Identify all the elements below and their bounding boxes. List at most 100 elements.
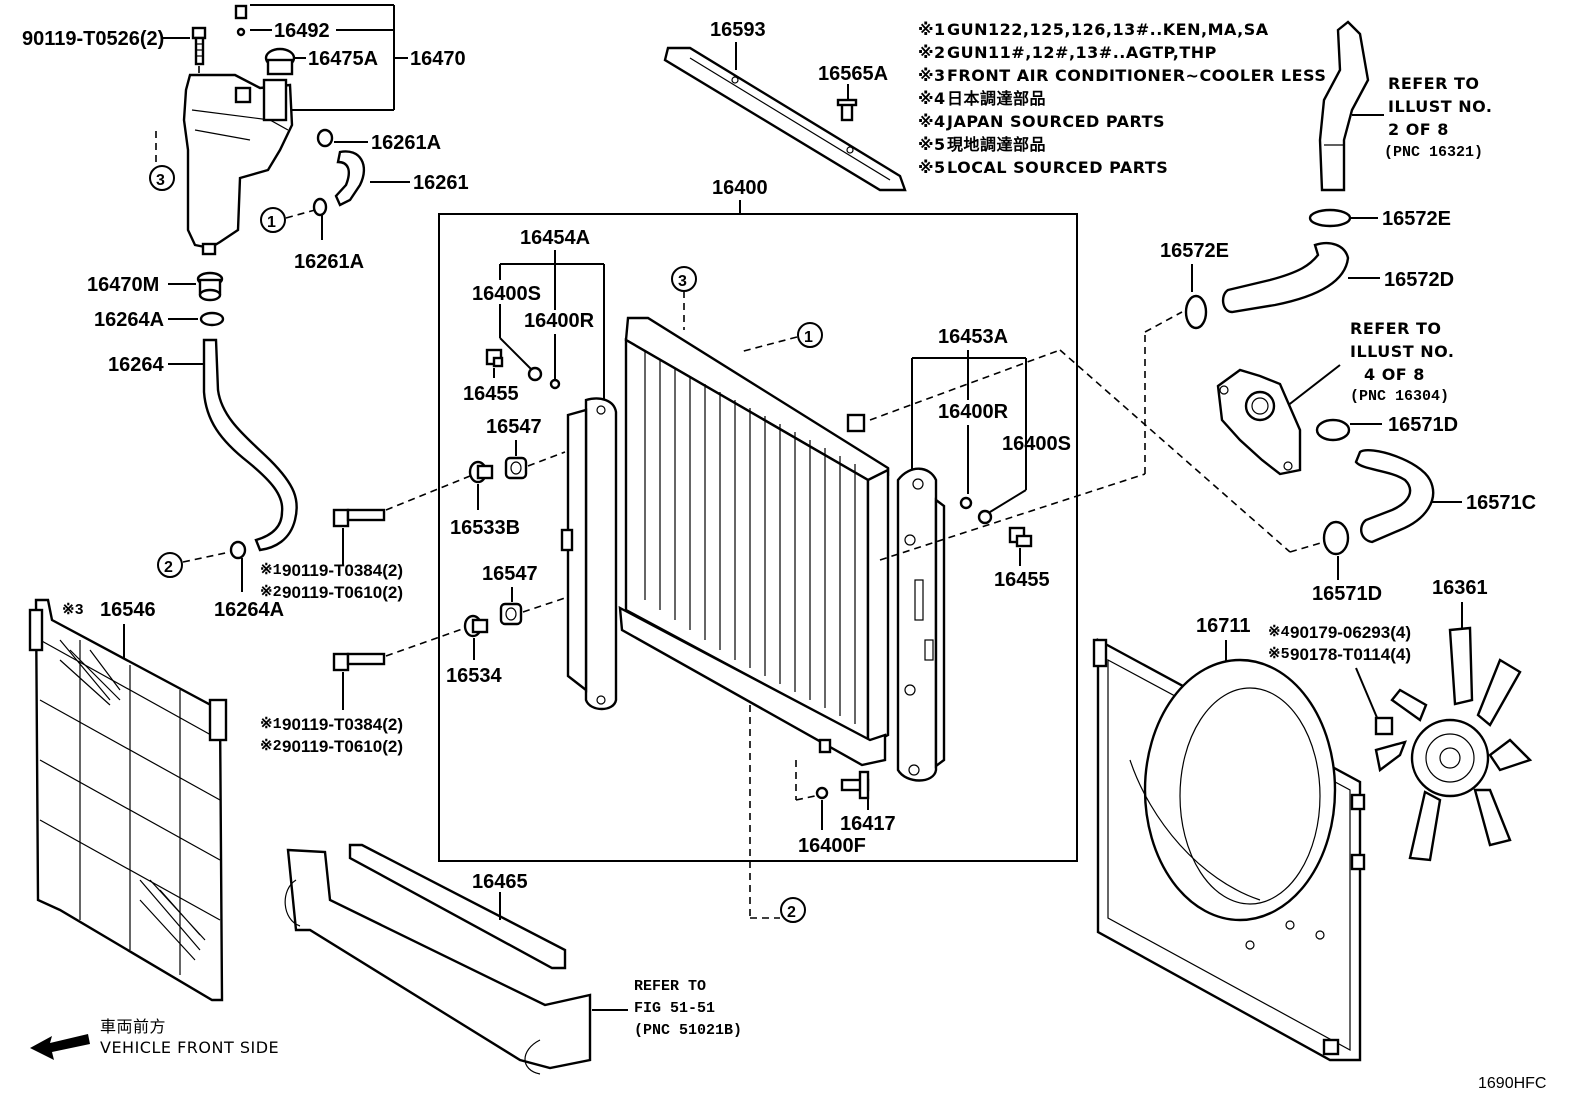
note-4-mark-jp: ※4 <box>918 89 946 108</box>
note-4-mark: ※4 <box>918 112 946 131</box>
mark-note-4: ※4 <box>1268 624 1290 641</box>
clamp-icon <box>199 311 225 327</box>
part-16264A-lower: 16264A <box>214 599 284 621</box>
note-5-mark-jp: ※5 <box>918 135 946 154</box>
fan-shroud-group: 16711 <box>1092 615 1366 1062</box>
note-1-text: GUN122,125,126,13#..KEN,MA,SA <box>947 20 1269 39</box>
ref-2of8-line1: REFER TO <box>1388 74 1480 93</box>
bushing-icon <box>468 460 494 484</box>
radiator-grille-group: ※3 16546 <box>28 598 228 1002</box>
part-16400R-right: 16400R <box>938 401 1009 423</box>
fan-shroud-icon <box>1092 637 1366 1062</box>
seal-strip-icon <box>348 843 567 970</box>
part-16572E-left: 16572E <box>1160 240 1229 262</box>
right-side-support-icon <box>896 467 946 782</box>
note-3-mark: ※3 <box>918 66 946 85</box>
part-90119-T0526: 90119-T0526(2) <box>22 28 164 50</box>
hose-icon <box>1221 241 1350 314</box>
note-3-text: FRONT AIR CONDITIONER~COOLER LESS <box>947 66 1326 85</box>
vehicle-front-indicator: 車両前方 VEHICLE FRONT SIDE <box>30 1017 279 1060</box>
note-2-text: GUN11#,12#,13#..AGTP,THP <box>947 43 1217 62</box>
ref-4of8-line1: REFER TO <box>1350 319 1442 338</box>
circled-marker-2-label: 2 <box>164 559 173 576</box>
arrow-left-icon <box>30 1034 90 1060</box>
part-16571C: 16571C <box>1466 492 1536 514</box>
fan-icon <box>1374 626 1533 862</box>
mark-note-2: ※2 <box>260 584 282 601</box>
drain-cock-icon <box>840 770 870 800</box>
part-16571D-upper: 16571D <box>1388 414 1458 436</box>
mark-note-1: ※1 <box>260 562 282 579</box>
clamp-icon <box>1322 520 1350 556</box>
grille-icon <box>28 598 228 1002</box>
mounting-bolts-group: ※1 90119-T0384(2) ※2 90119-T0610(2) ※1 9… <box>260 508 403 756</box>
part-16593: 16593 <box>710 19 766 41</box>
mark-note-3: ※3 <box>62 602 84 619</box>
circled-marker-1 <box>797 322 823 348</box>
part-16261A-upper: 16261A <box>371 132 441 154</box>
ref-fig-line3: (PNC 51021B) <box>634 1022 742 1039</box>
radiator-assembly-frame <box>438 213 1078 862</box>
circled-marker-1-label: 1 <box>267 214 276 231</box>
note-5-text: LOCAL SOURCED PARTS <box>947 158 1168 177</box>
water-outlet-group: REFER TO ILLUST NO. 2 OF 8 (PNC 16321) 1… <box>1059 20 1536 605</box>
ref-2of8-line4: (PNC 16321) <box>1384 144 1483 161</box>
ref-fig-line1: REFER TO <box>634 978 706 995</box>
circled-marker-2-label: 2 <box>787 904 796 921</box>
part-16547-upper: 16547 <box>486 416 542 438</box>
circled-marker-3-label: 3 <box>156 172 165 189</box>
circled-marker-1 <box>260 207 286 233</box>
part-16534: 16534 <box>446 665 502 687</box>
gasket-icon <box>236 27 246 37</box>
vehicle-front-en: VEHICLE FRONT SIDE <box>100 1038 279 1057</box>
part-16711: 16711 <box>1196 615 1251 637</box>
part-16533B: 16533B <box>450 517 520 539</box>
bolt-fan-4: 90179-06293(4) <box>1290 623 1411 642</box>
part-16547-lower: 16547 <box>482 563 538 585</box>
fan-group: ※4 90179-06293(4) ※5 90178-T0114(4) 1636… <box>1268 577 1533 862</box>
part-16546: 16546 <box>100 599 156 621</box>
cushion-icon <box>499 602 523 626</box>
circled-marker-3 <box>149 165 175 191</box>
part-16400R-left: 16400R <box>524 310 595 332</box>
part-16470M: 16470M <box>87 274 159 296</box>
part-16454A: 16454A <box>520 227 590 249</box>
clamp-icon <box>312 197 328 217</box>
part-16400: 16400 <box>712 177 768 199</box>
part-16455-left: 16455 <box>463 383 519 405</box>
bolt-icon <box>1008 526 1033 548</box>
part-16565A: 16565A <box>818 63 888 85</box>
bushing-icon <box>463 614 489 638</box>
nut-icon <box>549 378 561 390</box>
bolt-lower-1: 90119-T0384(2) <box>282 715 403 734</box>
part-16400F: 16400F <box>798 835 866 857</box>
bolt-icon <box>332 508 386 528</box>
grommet-icon <box>977 509 993 525</box>
clamp-icon <box>1308 208 1352 228</box>
note-4-text: JAPAN SOURCED PARTS <box>946 112 1165 131</box>
gasket-icon <box>815 786 829 800</box>
part-16470: 16470 <box>410 48 466 70</box>
plug-icon <box>234 4 248 20</box>
ref-4of8-line3: 4 OF 8 <box>1364 365 1425 384</box>
notes-legend: ※1 GUN122,125,126,13#..KEN,MA,SA ※2 GUN1… <box>918 20 1326 177</box>
radiator-assembly-group: 16400 <box>385 177 1146 923</box>
part-16572E-upper: 16572E <box>1382 208 1451 230</box>
bolt-upper-1: 90119-T0384(2) <box>282 561 403 580</box>
part-16417: 16417 <box>840 813 896 835</box>
radiator-upper-support-group: 16593 16565A <box>663 19 907 192</box>
part-16264A-upper: 16264A <box>94 309 164 331</box>
cushion-icon <box>504 456 528 480</box>
circled-marker-1-label: 1 <box>804 329 813 346</box>
reservoir-tank-group: 90119-T0526(2) 16492 16470 16475A <box>22 4 469 621</box>
mark-note-1: ※1 <box>260 716 282 733</box>
part-16572D: 16572D <box>1384 269 1454 291</box>
part-16400S-left: 16400S <box>472 283 541 305</box>
part-16361: 16361 <box>1432 577 1488 599</box>
mark-note-2: ※2 <box>260 738 282 755</box>
lower-support-bracket-icon <box>284 848 592 1075</box>
circled-marker-2 <box>780 897 806 923</box>
part-16571D-lower: 16571D <box>1312 583 1382 605</box>
grommet-icon <box>527 366 543 382</box>
